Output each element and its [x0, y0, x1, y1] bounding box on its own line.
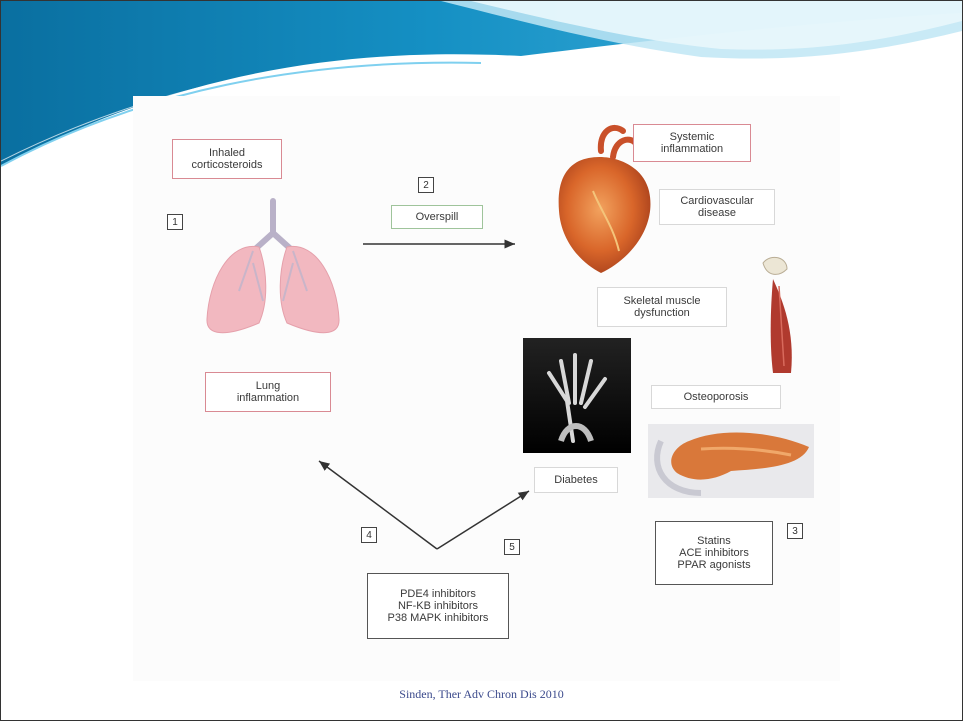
step-marker-2: 2: [418, 177, 434, 193]
statins-ace-ppar-label: Statins ACE inhibitors PPAR agonists: [655, 521, 773, 585]
diabetes-label: Diabetes: [534, 467, 618, 493]
step-marker-4: 4: [361, 527, 377, 543]
lungs-illustration: [207, 201, 339, 333]
cardiovascular-disease-label: Cardiovascular disease: [659, 189, 775, 225]
overspill-label: Overspill: [391, 205, 483, 229]
citation: Sinden, Ther Adv Chron Dis 2010: [1, 687, 962, 702]
skeletal-muscle-dysfunction-label: Skeletal muscle dysfunction: [597, 287, 727, 327]
osteoporosis-label: Osteoporosis: [651, 385, 781, 409]
step-marker-3: 3: [787, 523, 803, 539]
muscle-bone-illustration: [763, 257, 792, 373]
systemic-inflammation-label: Systemic inflammation: [633, 124, 751, 162]
step-marker-1: 1: [167, 214, 183, 230]
pancreas-illustration: [648, 424, 814, 498]
step-marker-5: 5: [504, 539, 520, 555]
inhaled-corticosteroids-label: Inhaled corticosteroids: [172, 139, 282, 179]
arrow-to-lung: [319, 461, 437, 549]
hand-xray-image: [523, 338, 631, 453]
pde4-nfkb-p38-label: PDE4 inhibitors NF-KB inhibitors P38 MAP…: [367, 573, 509, 639]
lung-inflammation-label: Lung inflammation: [205, 372, 331, 412]
